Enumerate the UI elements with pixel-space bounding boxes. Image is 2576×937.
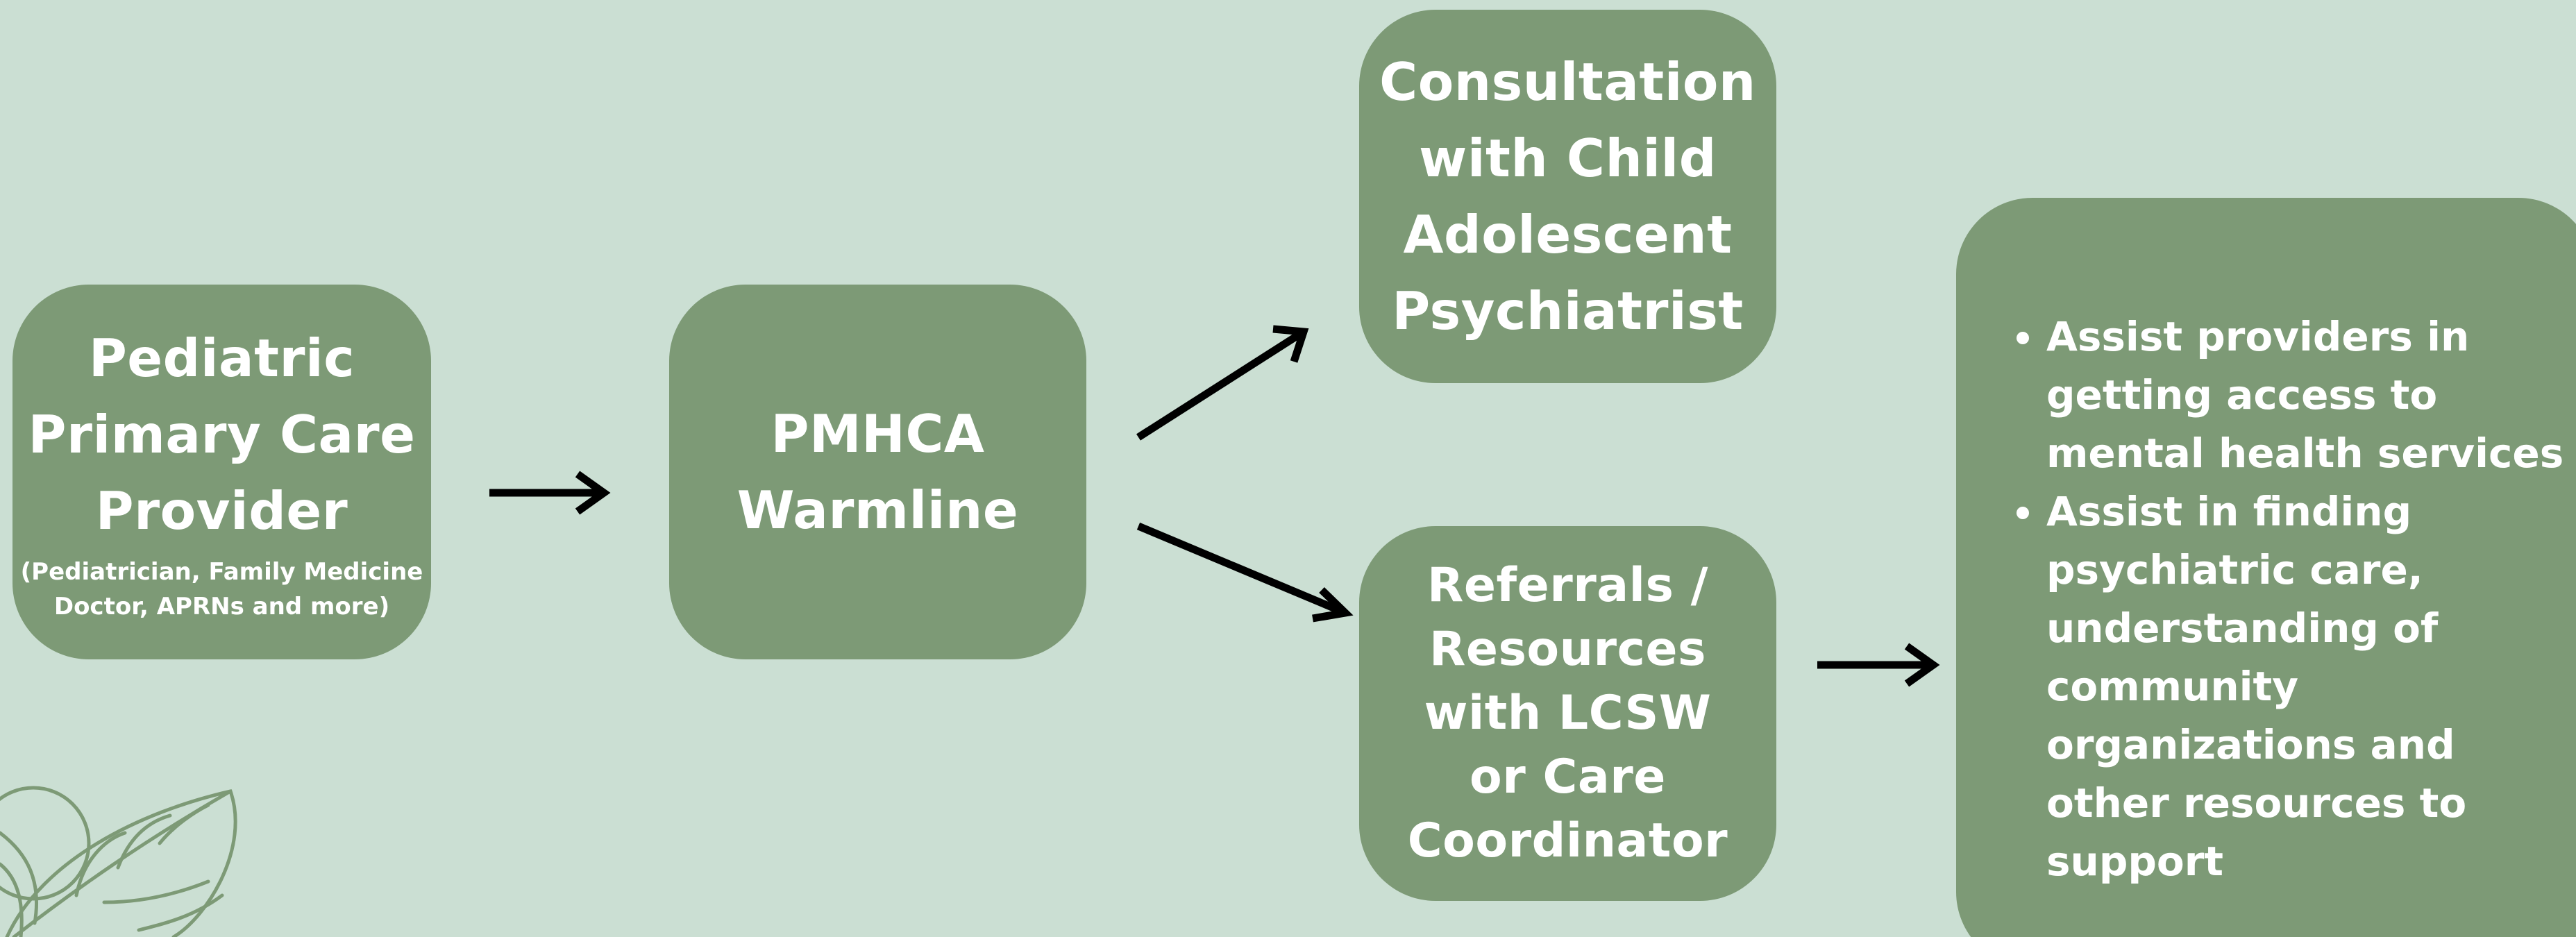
node-provider-subtitle: (Pediatrician, Family Medicine Doctor, A… bbox=[20, 558, 423, 621]
services-bullet-item: Assist in finding psychiatric care, unde… bbox=[2046, 482, 2567, 890]
node-provider-title: Pediatric Primary Care Provider bbox=[28, 328, 416, 541]
arrow-referrals-to-services bbox=[1817, 643, 1940, 687]
node-consultation: Consultation with Child Adolescent Psych… bbox=[1359, 10, 1776, 383]
node-warmline-title: PMHCA Warmline bbox=[736, 403, 1019, 541]
arrow-provider-to-warmline bbox=[489, 471, 611, 515]
arrow-warmline-to-consultation bbox=[1136, 325, 1309, 441]
node-referrals-title: Referrals / Resources with LCSW or Care … bbox=[1407, 558, 1728, 868]
arrow-warmline-to-referrals bbox=[1136, 522, 1354, 623]
node-services-list: Assist providers in getting access to me… bbox=[1956, 198, 2576, 937]
node-referrals-resources: Referrals / Resources with LCSW or Care … bbox=[1359, 526, 1776, 901]
node-consultation-title: Consultation with Child Adolescent Psych… bbox=[1379, 51, 1756, 341]
node-pmhca-warmline: PMHCA Warmline bbox=[669, 285, 1086, 659]
services-bullet-list: Assist providers in getting access to me… bbox=[1998, 307, 2567, 890]
leaf-icon bbox=[0, 786, 237, 937]
services-bullet-item: Assist providers in getting access to me… bbox=[2046, 307, 2567, 482]
node-pediatric-primary-care-provider: Pediatric Primary Care Provider (Pediatr… bbox=[12, 285, 431, 659]
